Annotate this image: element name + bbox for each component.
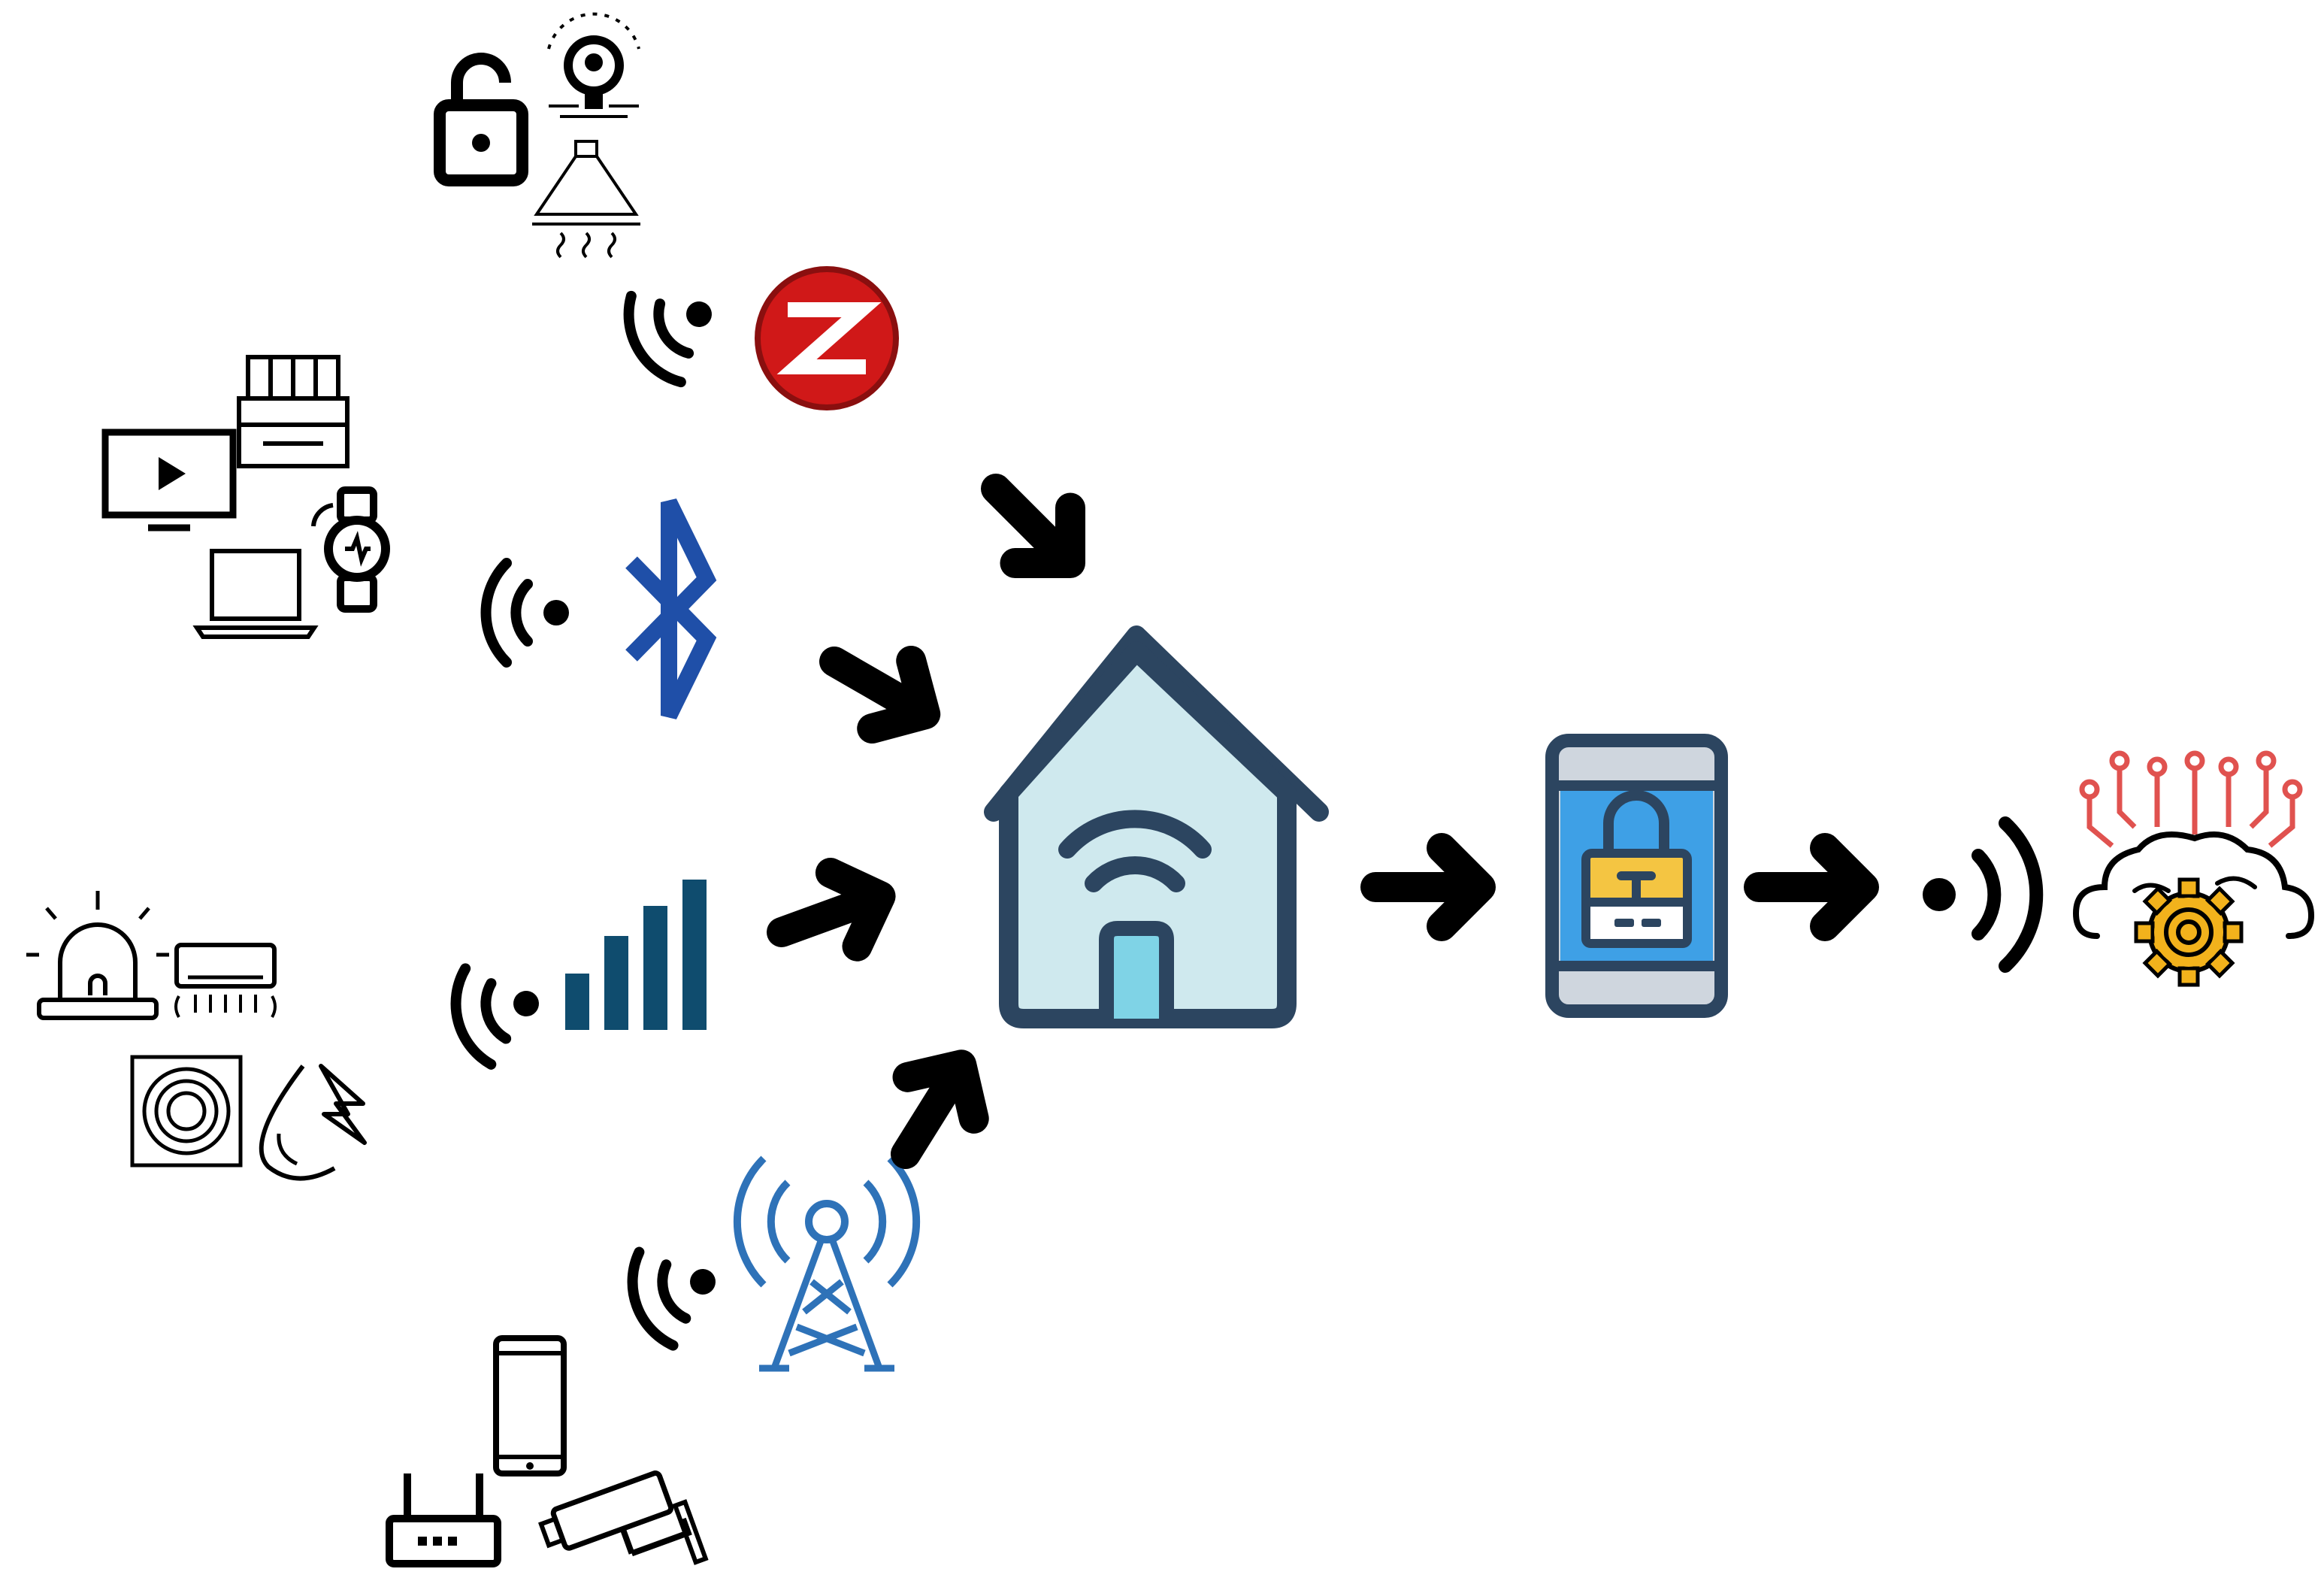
arrow-bluetooth-to-hub <box>815 628 945 748</box>
wireless-signal-icon <box>613 265 735 392</box>
speaker-icon <box>130 1055 243 1168</box>
water-energy-icon <box>259 1064 367 1181</box>
arrow-hub-to-gateway <box>1375 848 1481 926</box>
wireless-signal-icon <box>446 953 552 1070</box>
device-group-cellular <box>26 880 707 1181</box>
gear-icon <box>2134 877 2244 987</box>
padlock-icon <box>434 53 528 186</box>
arrow-tower-to-hub <box>873 1044 994 1175</box>
wireless-signal-icon <box>486 563 569 662</box>
device-group-zigbee: Z <box>434 12 899 410</box>
smart-home-hub-icon <box>984 625 1329 1028</box>
alarm-siren-icon <box>26 891 169 1020</box>
zigbee-logo: Z <box>755 266 899 410</box>
smart-bulb-icon <box>547 12 640 118</box>
printer-icon <box>237 355 350 468</box>
arrow-zigbee-to-hub <box>968 461 1098 591</box>
cloud-brain-gear-icon <box>2072 750 2315 987</box>
device-group-bluetooth <box>101 355 717 719</box>
circuit-lines-icon <box>2079 750 2303 848</box>
radio-tower-icon <box>733 1155 921 1372</box>
router-icon <box>386 1473 501 1567</box>
arrow-gateway-to-cloud <box>1759 848 1864 926</box>
laptop-icon <box>192 549 319 639</box>
wireless-signal-icon <box>620 1231 732 1352</box>
arrow-cellular-to-hub <box>768 859 894 969</box>
ceiling-lamp-icon <box>532 140 640 259</box>
air-conditioner-icon <box>174 943 277 1018</box>
tv-icon <box>101 429 237 532</box>
signal-bars-icon <box>565 880 707 1030</box>
smartphone-icon <box>493 1335 567 1476</box>
bluetooth-icon <box>625 498 717 719</box>
device-group-cell-tower <box>386 1155 921 1567</box>
security-camera-icon <box>538 1470 709 1565</box>
secure-phone-icon <box>1545 734 1728 1018</box>
smartwatch-icon <box>311 486 390 613</box>
broadcast-signal-icon <box>1923 816 2044 973</box>
